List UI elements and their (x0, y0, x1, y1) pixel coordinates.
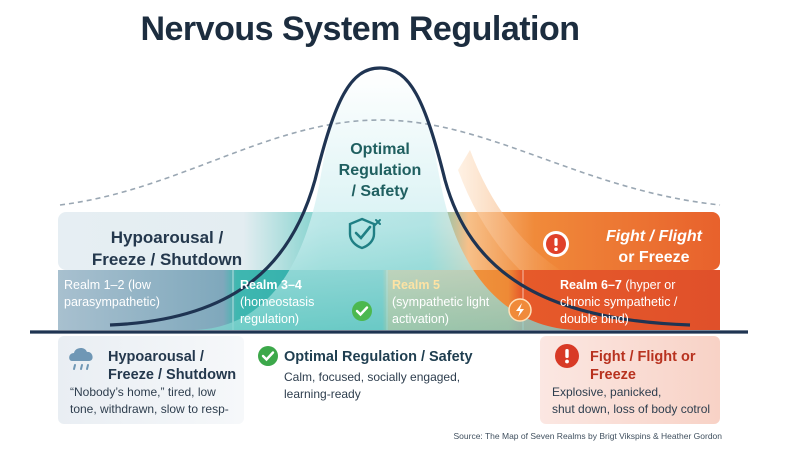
bell-fill (190, 70, 580, 330)
band-label-fight-flight: Fight / Flight or Freeze (606, 228, 702, 266)
band-label-hypoarousal: Hypoarousal / Freeze / Shutdown (91, 228, 243, 270)
realm-1-2: Realm 1–2 (low parasympathetic) (64, 278, 160, 309)
check-circle-icon (258, 346, 278, 366)
realm-5: Realm 5 (sympathetic light activation) (392, 278, 490, 326)
card-body-hypoarousal: “Nobody’s home,” tired, low tone, withdr… (70, 385, 229, 416)
card-title-fight-flight: Fight / Flight or Freeze (590, 349, 696, 384)
alert-circle-icon (555, 344, 579, 368)
card-body-fight-flight: Explosive, panicked, shut down, loss of … (552, 385, 711, 416)
realm-3-4: Realm 3–4 (homeostasis regulation) (240, 278, 315, 326)
card-title-optimal: Optimal Regulation / Safety (284, 349, 473, 365)
rain-cloud-icon (69, 347, 93, 370)
card-title-hypoarousal: Hypoarousal / Freeze / Shutdown (108, 349, 237, 384)
check-circle-icon-realm (352, 301, 372, 321)
card-body-optimal: Calm, focused, socially engaged, learnin… (284, 370, 461, 401)
page-title: Nervous System Regulation (140, 10, 580, 48)
card-bg-right (540, 336, 720, 424)
card-bg-mid (244, 336, 530, 424)
lightning-icon (508, 298, 532, 322)
alert-icon (543, 231, 569, 257)
dashed-curve (59, 119, 721, 206)
shield-check-icon (348, 217, 381, 250)
card-bg-left (58, 336, 244, 424)
optimal-regulation-label: Optimal Regulation / Safety (338, 141, 422, 200)
source-citation: Source: The Map of Seven Realms by Brigt… (453, 431, 722, 441)
realm-6-7: Realm 6–7 (hyper or chronic sympathetic … (560, 278, 678, 326)
bell-curve (109, 66, 691, 327)
